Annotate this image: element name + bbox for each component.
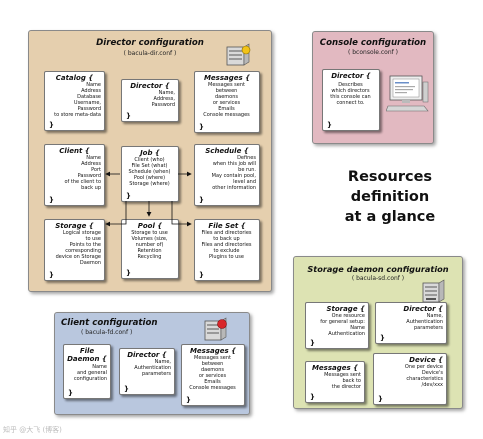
fileset-close: } xyxy=(199,271,204,279)
console-config-file: ( bconsole.conf ) xyxy=(347,49,399,56)
sd-config-file: ( bacula-sd.conf ) xyxy=(351,275,405,282)
client-director-box: Director { Name, Authentication paramete… xyxy=(119,348,175,395)
sd-director-title: Director { xyxy=(403,305,443,313)
director-title: Director { xyxy=(130,82,170,90)
client-director-body: Name, Authentication parameters xyxy=(134,359,171,377)
client-title: Client { xyxy=(59,147,90,155)
client-director-title: Director { xyxy=(127,351,167,359)
sd-director-close: } xyxy=(380,334,385,342)
pool-close: } xyxy=(126,269,131,277)
director-close: } xyxy=(126,112,131,120)
fileset-body: Files and directories to back up Files a… xyxy=(201,230,252,260)
messages-close: } xyxy=(199,123,204,131)
director-director-box: Director { Name, Address, Password } xyxy=(121,79,179,122)
client-messages-box: Messages { Messages sent between daemons… xyxy=(181,344,245,406)
diagram-title-line-2: definition xyxy=(350,189,430,205)
sd-device-body: One per device Device's characteristics … xyxy=(404,364,443,388)
client-messages-title: Messages { xyxy=(189,347,237,355)
storage-close: } xyxy=(49,271,54,279)
director-storage-box: Storage { Logical storage to use Points … xyxy=(44,219,105,281)
storage-daemon-config-panel: Storage daemon configuration ( bacula-sd… xyxy=(293,256,463,409)
schedule-body: Defines when this job will be run. May c… xyxy=(211,155,256,191)
director-config-title: Director configuration xyxy=(96,38,204,48)
console-director-title: Director { xyxy=(331,72,371,80)
storage-body: Logical storage to use Points to the cor… xyxy=(55,230,101,266)
sd-device-title: Device { xyxy=(409,356,443,364)
console-director-close: } xyxy=(327,121,332,129)
sd-device-box: Device { One per device Device's charact… xyxy=(373,353,447,405)
arrow-job-to-storage xyxy=(105,201,127,227)
sd-director-box: Director { Name, Authentication paramete… xyxy=(375,302,447,344)
catalog-title: Catalog { xyxy=(55,74,94,82)
messages-body: Messages sent between daemons or service… xyxy=(203,82,250,118)
sd-storage-title: Storage { xyxy=(326,305,365,313)
diagram-title-line-1: Resources xyxy=(347,169,433,185)
client-close: } xyxy=(49,196,54,204)
client-config-panel: Client configuration ( bacula-fd.conf ) … xyxy=(54,312,250,415)
pool-title: Pool { xyxy=(137,222,163,230)
sd-messages-body: Messages sent back to the director xyxy=(324,372,361,390)
filedaemon-title: File Daemon { xyxy=(67,347,107,363)
diagram-title: Resources definition at a glance xyxy=(310,167,470,227)
director-pool-box: Pool { Storage to use Volumes (size, num… xyxy=(121,219,179,279)
director-fileset-box: File Set { Files and directories to back… xyxy=(194,219,260,281)
director-config-file: ( bacula-dir.conf ) xyxy=(123,50,177,57)
pool-body: Storage to use Volumes (size, number of)… xyxy=(131,230,168,260)
client-messages-body: Messages sent between daemons or service… xyxy=(189,355,236,391)
diagram-title-line-3: at a glance xyxy=(344,209,436,225)
console-director-box: Director { Describes which directors thi… xyxy=(322,69,380,131)
job-close: } xyxy=(126,192,131,200)
client-body: Name Address Port Password of the client… xyxy=(64,155,101,191)
director-client-box: Client { Name Address Port Password of t… xyxy=(44,144,105,206)
sd-device-close: } xyxy=(378,395,383,403)
client-messages-close: } xyxy=(186,396,191,404)
client-config-title: Client configuration xyxy=(61,318,158,328)
sd-storage-close: } xyxy=(310,339,315,347)
client-server-icon xyxy=(204,317,227,341)
client-config-file: ( bacula-fd.conf ) xyxy=(81,329,133,336)
fileset-title: File Set { xyxy=(208,222,246,230)
console-config-title: Console configuration xyxy=(319,38,427,48)
messages-title: Messages { xyxy=(203,74,251,82)
server-icon xyxy=(226,43,251,66)
sd-messages-close: } xyxy=(310,393,315,401)
sd-storage-body: One resource for general setup: Name Aut… xyxy=(320,313,365,337)
schedule-title: Schedule { xyxy=(205,147,249,155)
sd-messages-title: Messages { xyxy=(311,364,359,372)
client-filedaemon-box: File Daemon { Name and general configura… xyxy=(63,344,111,399)
catalog-close: } xyxy=(49,121,54,129)
watermark: 知乎 @大飞 (博客) xyxy=(3,426,62,434)
director-schedule-box: Schedule { Defines when this job will be… xyxy=(194,144,260,206)
filedaemon-close: } xyxy=(68,389,73,397)
arrow-job-to-fileset xyxy=(171,201,192,227)
console-director-body: Describes which directors this console c… xyxy=(330,82,371,106)
sd-config-title: Storage daemon configuration xyxy=(307,264,449,274)
sd-director-body: Name, Authentication parameters xyxy=(406,313,443,331)
director-body: Name, Address, Password xyxy=(151,90,175,108)
director-catalog-box: Catalog { Name Address Database Username… xyxy=(44,71,105,131)
sd-messages-box: Messages { Messages sent back to the dir… xyxy=(305,361,365,403)
storage-title: Storage { xyxy=(55,222,94,230)
filedaemon-body: Name and general configuration xyxy=(73,364,107,382)
schedule-close: } xyxy=(199,196,204,204)
job-body: Client (who) File Set (what) Schedule (w… xyxy=(128,157,171,187)
sd-storage-box: Storage { One resource for general setup… xyxy=(305,302,369,349)
director-messages-box: Messages { Messages sent between daemons… xyxy=(194,71,260,133)
storage-server-icon xyxy=(422,279,445,303)
catalog-body: Name Address Database Username, Password… xyxy=(54,82,101,118)
job-title: Job { xyxy=(140,149,160,157)
client-director-close: } xyxy=(124,385,129,393)
console-computer-icon xyxy=(386,75,429,112)
director-job-box: Job { Client (who) File Set (what) Sched… xyxy=(121,146,179,202)
director-config-panel: Director configuration ( bacula-dir.conf… xyxy=(28,30,272,292)
console-config-panel: Console configuration ( bconsole.conf ) … xyxy=(312,31,434,144)
